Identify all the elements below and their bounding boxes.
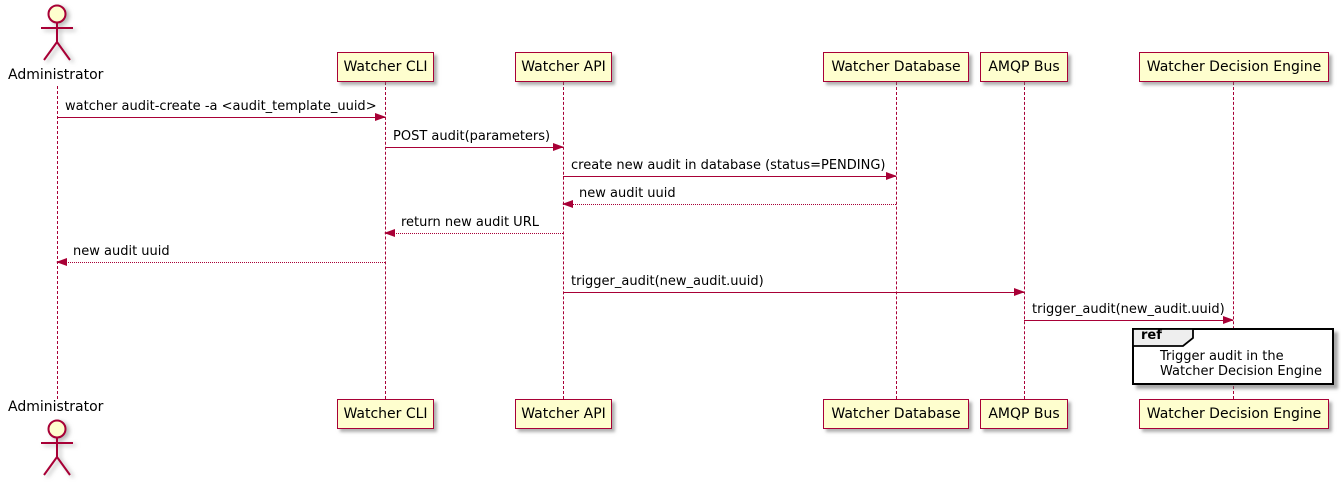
arrowhead-left-icon (562, 200, 573, 208)
actor-label-bottom: Administrator (8, 399, 104, 415)
message-line (57, 117, 385, 118)
message-line (1024, 320, 1233, 321)
lifeline-administrator (57, 86, 58, 399)
participant-watcher-decision-engine-top: Watcher Decision Engine (1139, 52, 1329, 82)
participant-watcher-database-bottom: Watcher Database (823, 399, 969, 429)
participant-watcher-database-top: Watcher Database (823, 52, 969, 82)
ref-tab: ref (1132, 328, 1194, 347)
arrowhead-right-icon (375, 113, 386, 121)
participant-label: Watcher Database (831, 406, 961, 422)
ref-text: Trigger audit in the Watcher Decision En… (1160, 349, 1322, 379)
lifeline-amqp-bus (1024, 82, 1025, 399)
actor-administrator-bottom (37, 417, 77, 483)
participant-watcher-decision-engine-bottom: Watcher Decision Engine (1139, 399, 1329, 429)
message-label: create new audit in database (status=PEN… (571, 158, 886, 173)
message-line (385, 233, 563, 234)
message-label: watcher audit-create -a <audit_template_… (65, 99, 377, 114)
participant-label: AMQP Bus (988, 59, 1060, 75)
message-line (563, 292, 1024, 293)
message-line (563, 204, 896, 205)
participant-label: Watcher API (521, 59, 606, 75)
actor-label-top: Administrator (8, 67, 104, 83)
participant-amqp-bus-bottom: AMQP Bus (980, 399, 1068, 429)
participant-label: Watcher API (521, 406, 606, 422)
person-icon (41, 4, 73, 61)
participant-label: Watcher Decision Engine (1146, 406, 1322, 422)
lifeline-watcher-api (563, 82, 564, 399)
lifeline-watcher-cli (385, 82, 386, 399)
arrowhead-left-icon (384, 229, 395, 237)
message-line (57, 262, 385, 263)
message-label: trigger_audit(new_audit.uuid) (1032, 302, 1225, 317)
participant-label: Watcher CLI (343, 59, 428, 75)
participant-label: Watcher Database (831, 59, 961, 75)
ref-text-line: Watcher Decision Engine (1160, 364, 1322, 379)
participant-watcher-cli-top: Watcher CLI (337, 52, 434, 82)
message-line (563, 176, 896, 177)
message-label: trigger_audit(new_audit.uuid) (571, 274, 764, 289)
arrowhead-right-icon (553, 143, 564, 151)
actor-administrator-top (37, 3, 77, 67)
message-label: new audit uuid (579, 186, 676, 201)
lifeline-watcher-decision-engine (1233, 82, 1234, 399)
participant-watcher-api-bottom: Watcher API (515, 399, 612, 429)
message-line (385, 147, 563, 148)
message-label: new audit uuid (73, 244, 170, 259)
participant-label: AMQP Bus (988, 406, 1060, 422)
message-label: POST audit(parameters) (393, 129, 551, 144)
arrowhead-right-icon (886, 172, 897, 180)
participant-amqp-bus-top: AMQP Bus (980, 52, 1068, 82)
participant-label: Watcher Decision Engine (1146, 59, 1322, 75)
arrowhead-left-icon (56, 258, 67, 266)
ref-keyword: ref (1141, 328, 1162, 343)
participant-watcher-cli-bottom: Watcher CLI (337, 399, 434, 429)
participant-watcher-api-top: Watcher API (515, 52, 612, 82)
arrowhead-right-icon (1223, 316, 1234, 324)
message-label: return new audit URL (401, 215, 539, 230)
ref-text-line: Trigger audit in the (1160, 349, 1284, 364)
arrowhead-right-icon (1014, 288, 1025, 296)
ref-fragment: ref Trigger audit in the Watcher Decisio… (1132, 328, 1334, 385)
lifeline-watcher-database (896, 82, 897, 399)
ref-tab-pentagon-icon (1132, 328, 1194, 347)
person-icon (41, 419, 73, 476)
participant-label: Watcher CLI (343, 406, 428, 422)
